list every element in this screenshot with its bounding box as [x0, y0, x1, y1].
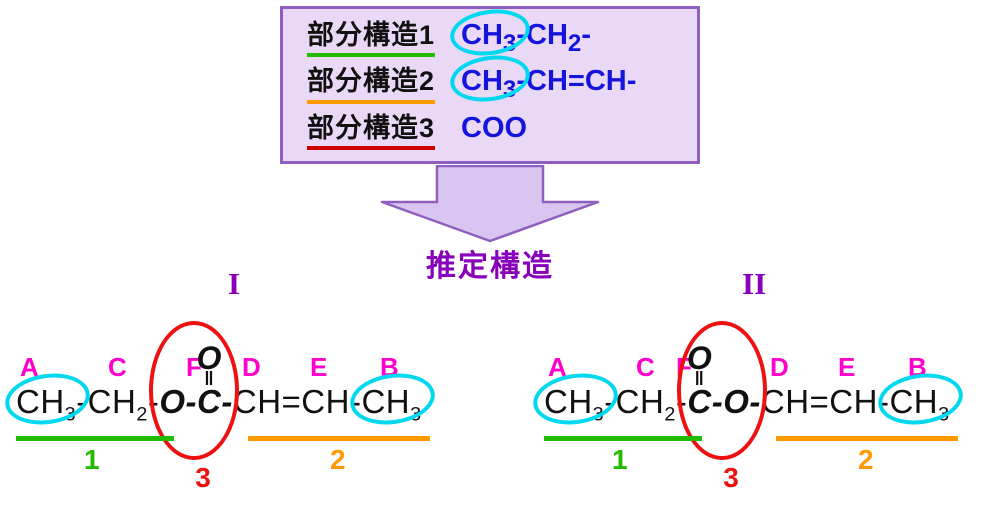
atom-label-E: E — [310, 352, 328, 382]
partial-structure-2-underline — [776, 436, 958, 441]
formula-segment-propenyl: CH=CH-CH3 — [232, 383, 422, 426]
atom-label-C: C — [108, 352, 127, 382]
segment-number-1: 1 — [612, 444, 628, 475]
segment-number-3: 3 — [195, 462, 211, 493]
atom-label-C: C — [636, 352, 655, 382]
partial-structure-row-1: 部分構造1 CH3-CH2- — [307, 18, 697, 58]
formula-segment-propenyl: CH=CH-CH3 — [760, 383, 950, 426]
atom-label-B: B — [908, 352, 927, 382]
partial-structure-2-underline — [248, 436, 430, 441]
formula-segment-ester-circled: O‖C-O- — [686, 340, 761, 420]
atom-label-A: A — [20, 352, 39, 382]
structure-I-numeral: I — [228, 266, 241, 301]
partial-structure-3-formula: COO — [461, 111, 528, 144]
segment-number-2: 2 — [330, 444, 346, 475]
structure-I: A C F D E B CH3-CH2-O-O‖C-CH=CH-CH3 1 2 … — [16, 330, 486, 515]
down-arrow-icon — [380, 165, 600, 243]
estimated-structure-heading: 推定構造 — [426, 250, 554, 283]
partial-structure-box: 部分構造1 CH3-CH2- 部分構造2 CH3-CH=CH- 部分構造3 CO… — [280, 6, 700, 164]
atom-label-A: A — [548, 352, 567, 382]
atom-label-E: E — [838, 352, 856, 382]
segment-number-2: 2 — [858, 444, 874, 475]
structure-II-numeral: II — [742, 266, 767, 301]
structure-II-formula: CH3-CH2-O‖C-O-CH=CH-CH3 — [544, 340, 950, 427]
structure-I-formula: CH3-CH2-O-O‖C-CH=CH-CH3 — [16, 340, 422, 427]
atom-label-D: D — [242, 352, 261, 382]
segment-number-1: 1 — [84, 444, 100, 475]
atom-label-D: D — [770, 352, 789, 382]
partial-structure-row-3: 部分構造3 COO — [307, 111, 697, 150]
formula-segment-ethyl: CH3-CH2- — [16, 383, 160, 426]
partial-structure-1-label: 部分構造1 — [307, 20, 436, 58]
atom-label-B: B — [380, 352, 399, 382]
segment-number-3: 3 — [723, 462, 739, 493]
partial-structure-1-underline — [16, 436, 174, 441]
partial-structure-1-underline — [544, 436, 702, 441]
formula-segment-ester-circled: O-O‖C- — [159, 340, 233, 420]
atom-label-F: F — [186, 352, 202, 382]
partial-structure-2-label: 部分構造2 — [307, 66, 436, 104]
partial-structure-3-label: 部分構造3 — [307, 113, 436, 150]
formula-segment-ethyl: CH3-CH2- — [544, 383, 688, 426]
structure-II: A C F D E B CH3-CH2-O‖C-O-CH=CH-CH3 1 2 … — [544, 330, 1000, 515]
atom-label-F: F — [676, 352, 692, 382]
partial-structure-2-formula: CH3-CH=CH- — [461, 65, 637, 104]
partial-structure-row-2: 部分構造2 CH3-CH=CH- — [307, 64, 697, 104]
partial-structure-1-formula: CH3-CH2- — [461, 19, 592, 58]
